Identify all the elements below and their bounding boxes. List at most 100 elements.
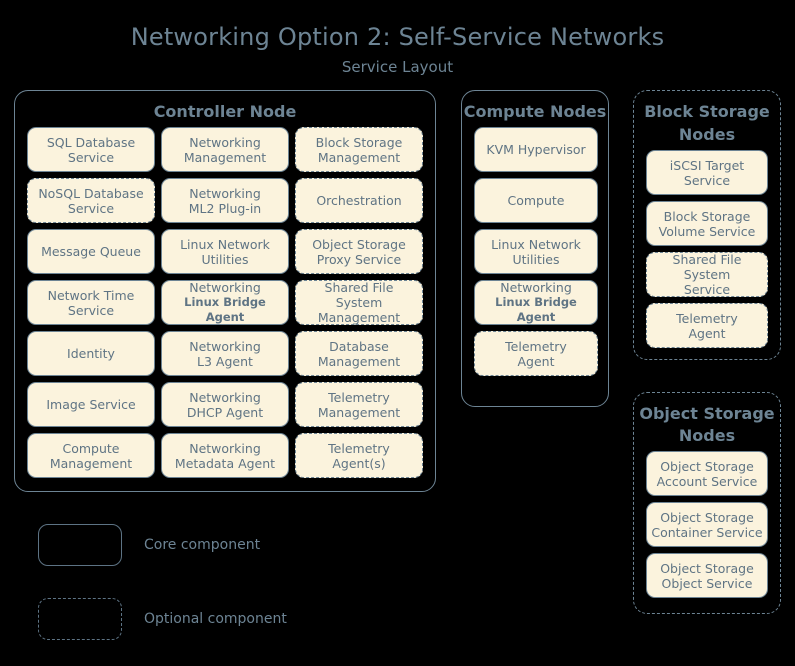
service-box-label-line2: Volume Service — [658, 223, 756, 239]
service-box-label-line1: Object Storage — [660, 458, 754, 474]
service-box-label-line2: Agent(s) — [332, 455, 386, 471]
service-box-label-line2: Management — [183, 149, 267, 165]
legend-swatch-optional — [38, 598, 122, 640]
service-box-label-line1: SQL Database — [46, 134, 136, 150]
service-box-label-line1: NoSQL Database — [38, 185, 144, 201]
service-box-label-line2: Utilities — [512, 251, 560, 267]
service-box-label-line1: Network Time — [47, 287, 135, 303]
service-box-label-line2: Service — [67, 302, 115, 318]
service-box[interactable]: Message Queue — [27, 229, 155, 274]
service-box-label-line1: iSCSI Target — [669, 157, 745, 173]
service-box-label-line1: Telemetry — [505, 338, 567, 354]
object-storage-nodes-title: Object Storage Nodes — [639, 404, 775, 445]
service-box-label-line1: Identity — [67, 346, 115, 361]
service-box[interactable]: Compute — [474, 178, 598, 223]
service-box-label-line1: Telemetry — [328, 440, 390, 456]
service-box-label-line1: Networking — [500, 280, 572, 295]
service-box-label-line2: Linux Bridge Agent — [184, 295, 266, 324]
service-box-label-line2: Object Service — [661, 575, 753, 591]
service-box-label-line1: Linux Network — [491, 236, 581, 252]
service-box-label-line1: Shared File System — [672, 252, 742, 282]
legend-label-optional: Optional component — [144, 611, 287, 627]
service-box-label-line2: Management — [317, 404, 401, 420]
legend: Core component Optional component — [38, 518, 287, 666]
service-box-label-line2: Agent — [688, 325, 726, 341]
diagram-title-block: Networking Option 2: Self-Service Networ… — [0, 22, 795, 78]
service-box[interactable]: Image Service — [27, 382, 155, 427]
service-box-label-line2: Service — [67, 149, 115, 165]
service-box-label-line1: Networking — [189, 338, 261, 354]
service-box-label-line2: DHCP Agent — [186, 404, 264, 420]
service-box-label-line2: L3 Agent — [197, 353, 253, 369]
service-box-label-line1: Object Storage — [660, 560, 754, 576]
legend-label-core: Core component — [144, 537, 261, 553]
service-box[interactable]: Orchestration — [295, 178, 423, 223]
service-box-label-line1: Database — [329, 338, 389, 354]
service-box-label-line2: Proxy Service — [316, 251, 402, 267]
service-box-label-line1: Networking — [189, 134, 261, 150]
service-box-label-line1: Networking — [189, 185, 261, 201]
service-box-label-line2: Agent — [517, 353, 555, 369]
service-box-label-line1: Object Storage — [660, 509, 754, 525]
service-box-label-line1: Image Service — [46, 397, 136, 412]
service-box-label-line2: Service — [67, 200, 115, 216]
service-box-label-line1: Orchestration — [316, 193, 402, 208]
service-box[interactable]: Identity — [27, 331, 155, 376]
controller-node-title: Controller Node — [153, 102, 297, 121]
service-box-label-line1: Compute — [62, 440, 120, 456]
service-box-label-line1: Telemetry — [676, 310, 738, 326]
service-box-label-line1: Networking — [189, 440, 261, 456]
service-box-label-line1: Shared File System — [324, 280, 394, 310]
service-box-label-line2: Linux Bridge Agent — [495, 295, 577, 324]
service-box-label-line2: ML2 Plug-in — [188, 200, 262, 216]
service-box-label-line2: Management — [317, 149, 401, 165]
service-box-label-line2: Service — [683, 172, 731, 188]
service-box-label-line1: Compute — [507, 193, 565, 208]
service-box[interactable]: KVM Hypervisor — [474, 127, 598, 172]
service-box-label-line2: Utilities — [201, 251, 249, 267]
legend-item-optional: Optional component — [38, 592, 287, 646]
page-title: Networking Option 2: Self-Service Networ… — [130, 23, 665, 51]
service-box-label-line1: Linux Network — [180, 236, 270, 252]
service-box-label-line1: Object Storage — [312, 236, 406, 252]
service-box-label-line2: Container Service — [651, 524, 763, 540]
service-box-label-line1: Block Storage — [663, 208, 751, 224]
service-box-label-line2: Management — [317, 310, 401, 325]
service-box-label-line2: Management — [317, 353, 401, 369]
service-box-label-line2: Account Service — [656, 473, 758, 489]
block-storage-nodes-title: Block Storage Nodes — [644, 102, 770, 144]
service-box-label-line1: Networking — [189, 280, 261, 295]
service-box-label-line2: Metadata Agent — [174, 455, 276, 471]
